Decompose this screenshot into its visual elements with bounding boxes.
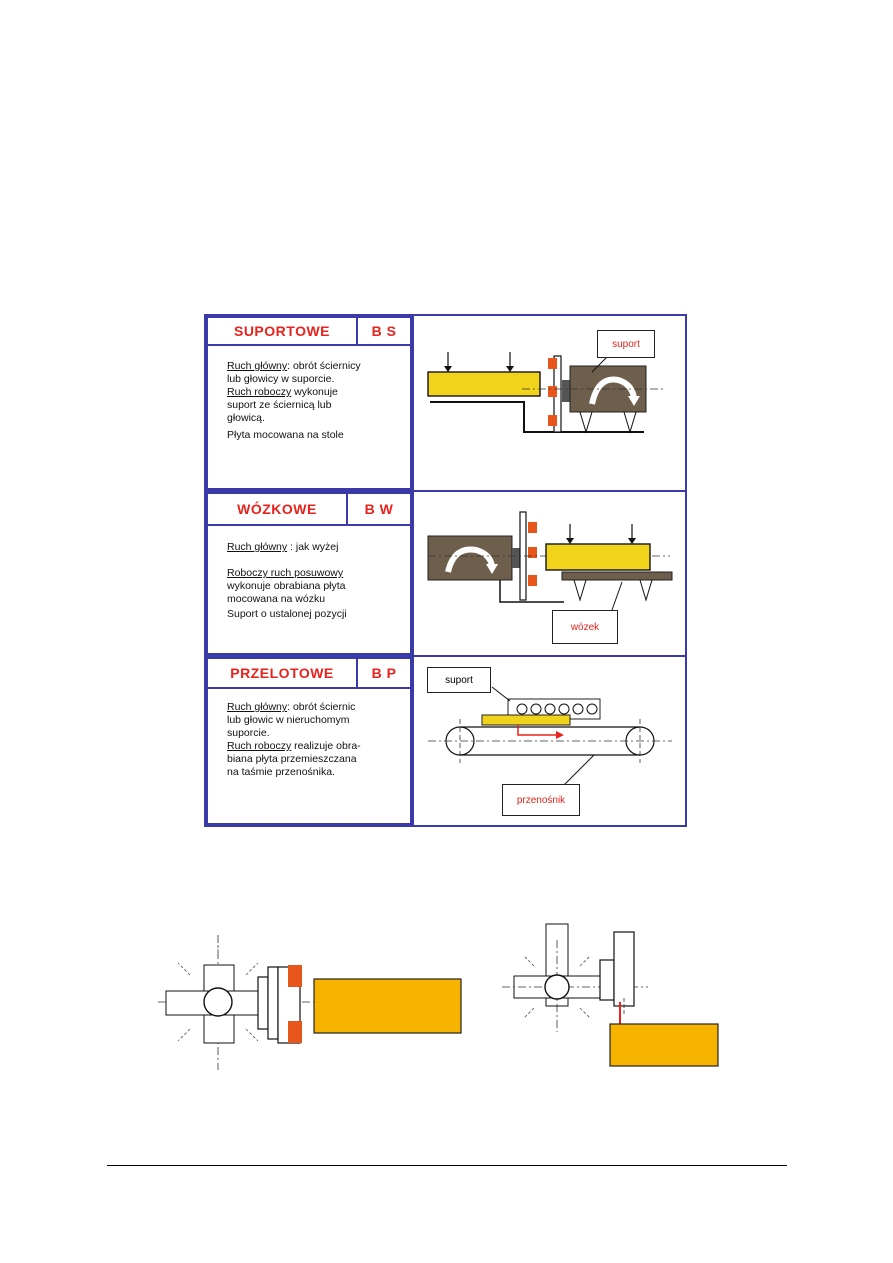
callout-suport: suport — [597, 330, 655, 358]
vertical-spindle-diagram — [502, 923, 719, 1067]
row-description-box — [206, 346, 412, 490]
row-title: PRZELOTOWE — [206, 657, 358, 689]
row-title: WÓZKOWE — [206, 492, 348, 526]
row-code: B W — [346, 492, 412, 526]
row-description-box — [206, 689, 412, 825]
callout-przenosnik: przenośnik — [502, 784, 580, 816]
row-code: B P — [356, 657, 412, 689]
row-divider — [204, 655, 687, 657]
callout-suport: suport — [427, 667, 491, 693]
przelotowe-diagram — [428, 686, 672, 786]
row-code: B S — [356, 316, 412, 346]
row-title: SUPORTOWE — [206, 316, 358, 346]
row-description: Ruch główny: obrót ściernic lub głowic w… — [227, 701, 361, 778]
row-description: Ruch główny: obrót ściernicy lub głowicy… — [227, 360, 361, 441]
footer-rule — [107, 1165, 787, 1166]
workpiece — [427, 371, 541, 397]
row-divider — [204, 490, 687, 492]
callout-wozek: wózek — [552, 610, 618, 644]
row-description: Ruch główny : jak wyżej Roboczy ruch pos… — [227, 541, 347, 620]
wozkowe-diagram — [427, 511, 673, 611]
row-description-box — [206, 526, 412, 655]
table-divider — [412, 314, 414, 827]
suportowe-diagram — [427, 352, 664, 434]
horizontal-spindle-diagram — [158, 935, 462, 1070]
